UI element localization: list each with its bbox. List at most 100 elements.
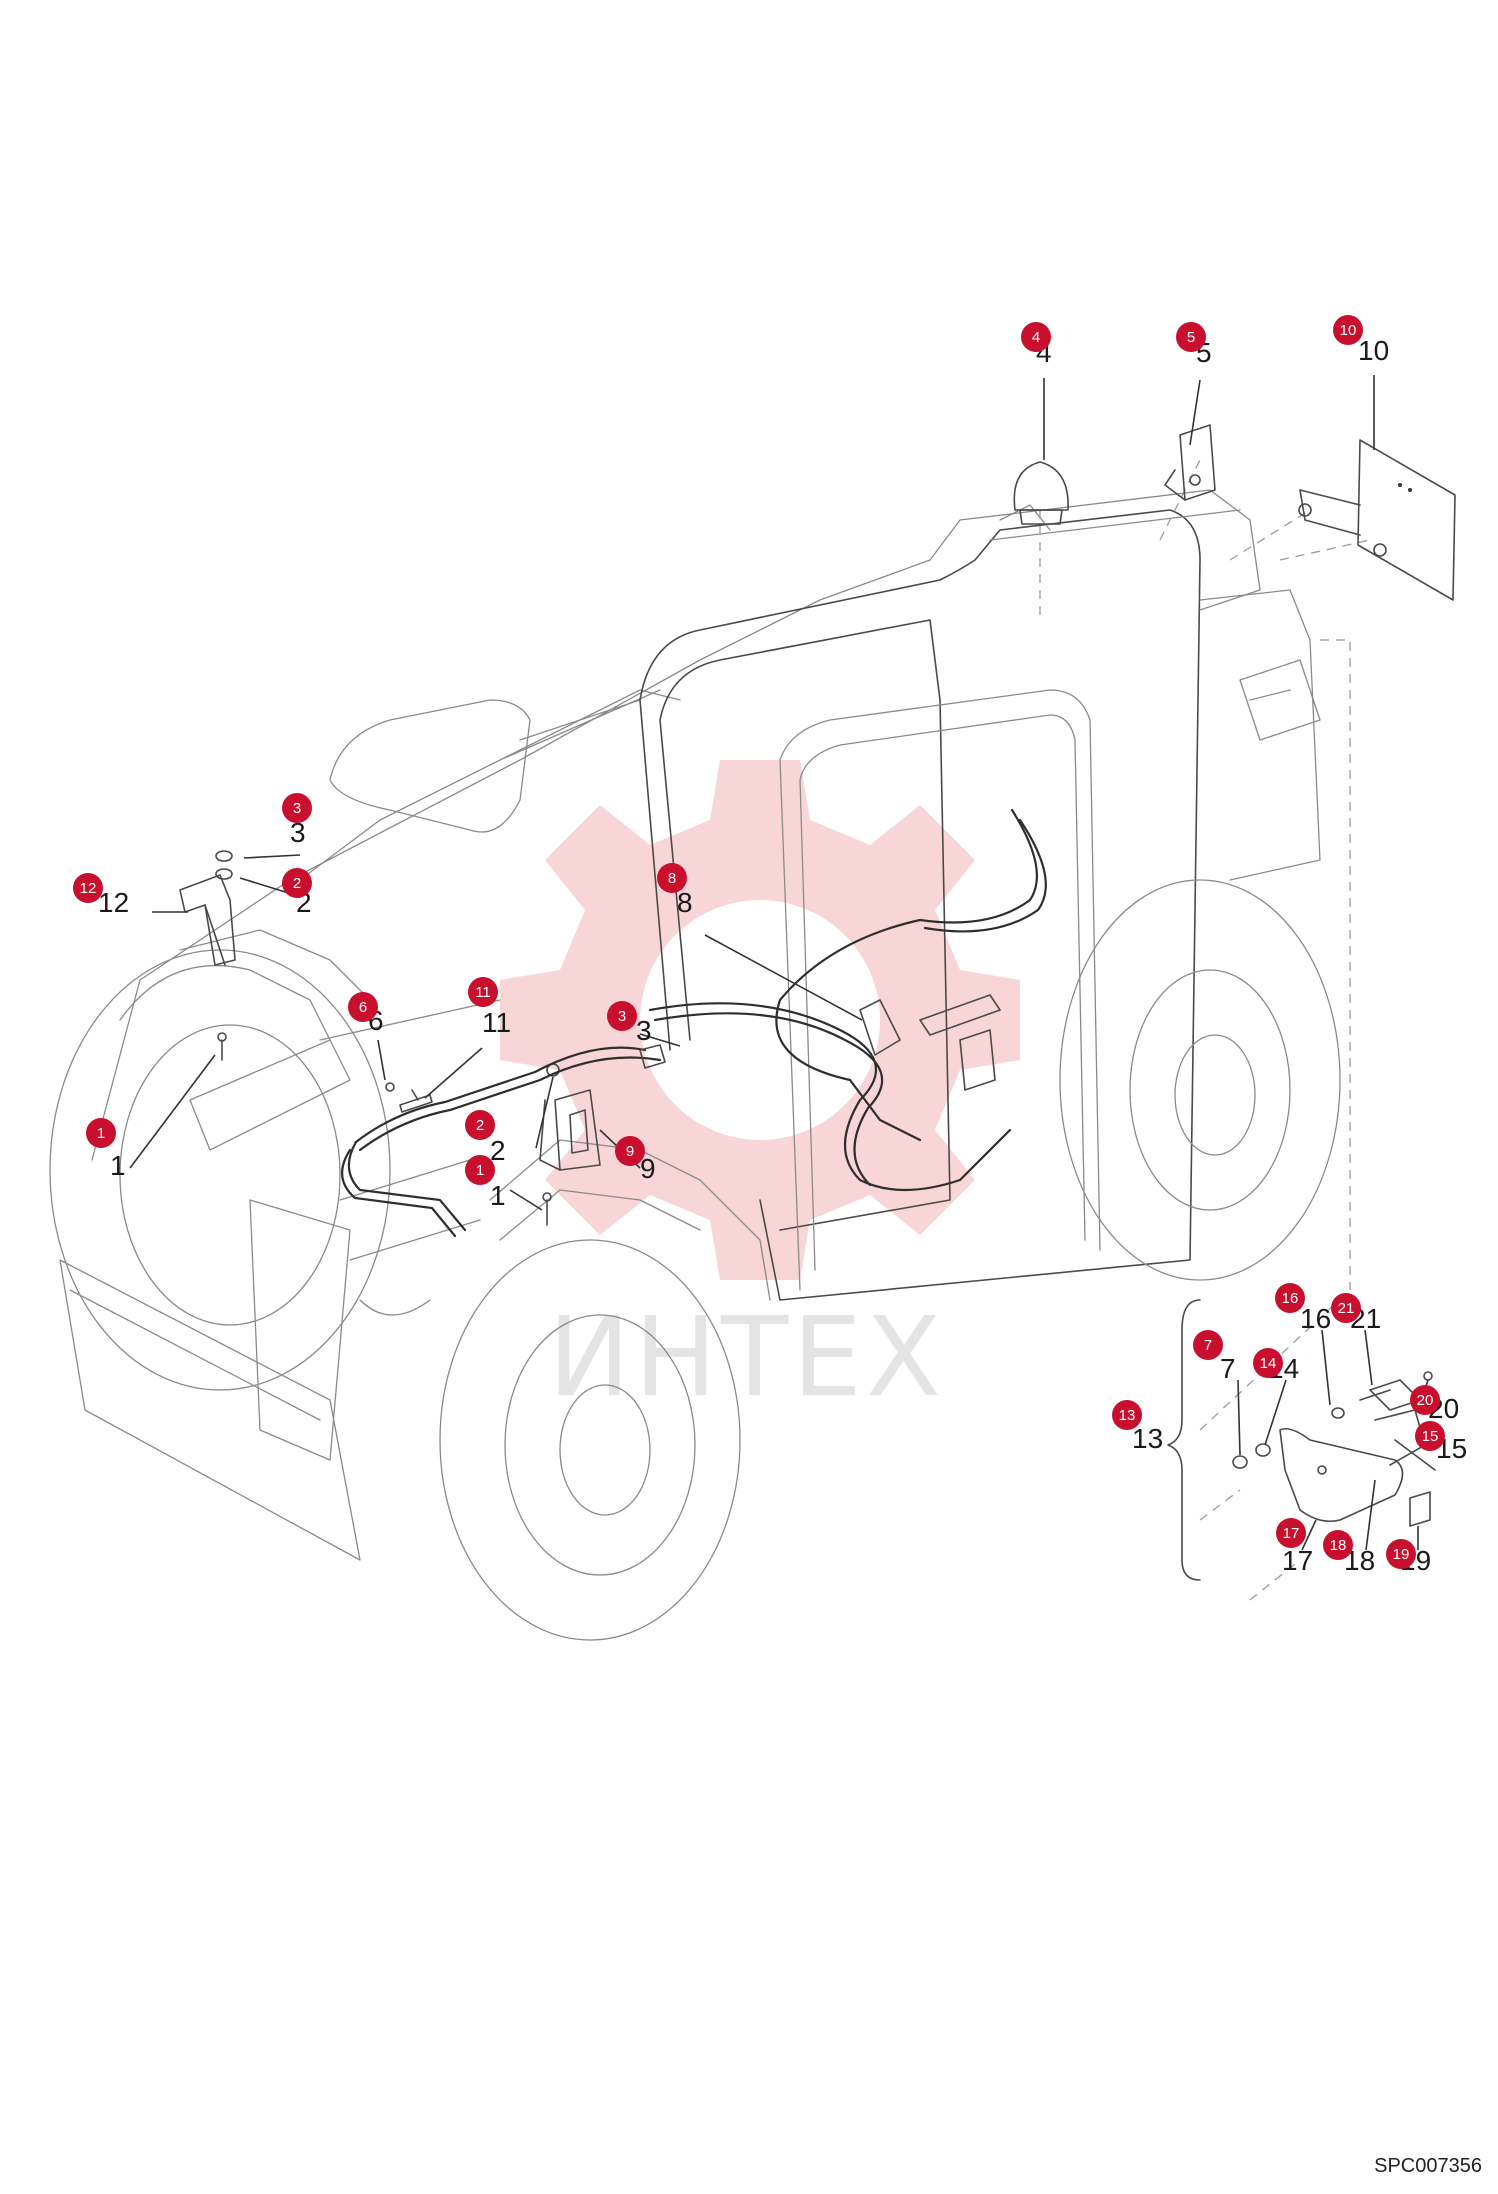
callout-badge: 2 xyxy=(465,1110,495,1140)
callout-badge: 11 xyxy=(468,977,498,1007)
part-number-label: 1 xyxy=(110,1150,126,1181)
callout-16: 16 16 xyxy=(1275,1283,1331,1334)
callout-12: 12 12 xyxy=(73,873,129,918)
callout-badge: 12 xyxy=(73,873,103,903)
svg-text:5: 5 xyxy=(1187,329,1195,346)
telehandler-body xyxy=(49,459,1371,1641)
callout-2: 2 2 xyxy=(282,868,312,918)
svg-text:21: 21 xyxy=(1338,1300,1355,1317)
svg-text:1: 1 xyxy=(97,1125,105,1142)
callout-badge: 6 xyxy=(348,992,378,1022)
callout-badge: 4 xyxy=(1021,322,1051,352)
callout-badge: 1 xyxy=(86,1118,116,1148)
callout-1-fender: 1 1 xyxy=(465,1155,506,1211)
svg-text:3: 3 xyxy=(293,800,301,817)
callout-badge: 18 xyxy=(1323,1530,1353,1560)
callout-6: 6 6 xyxy=(348,992,384,1036)
callout-17: 17 17 xyxy=(1276,1518,1313,1576)
callout-badge: 19 xyxy=(1386,1539,1416,1569)
callout-5: 5 5 xyxy=(1176,322,1212,368)
watermark-text: ИНТЕХ xyxy=(548,1293,945,1421)
callout-badge: 14 xyxy=(1253,1348,1283,1378)
callout-badge: 15 xyxy=(1415,1421,1445,1451)
part-number-label: 17 xyxy=(1282,1545,1313,1576)
part-number-label: 12 xyxy=(98,887,129,918)
svg-text:9: 9 xyxy=(626,1143,634,1160)
callout-badge: 21 xyxy=(1331,1293,1361,1323)
callout-badge: 10 xyxy=(1333,315,1363,345)
svg-text:16: 16 xyxy=(1282,1290,1299,1307)
callout-14: 14 14 xyxy=(1253,1348,1299,1384)
callout-9: 9 9 xyxy=(615,1136,656,1184)
rear-lamp-assembly-icon xyxy=(1232,1371,1436,1527)
part-number-label: 8 xyxy=(677,887,693,918)
callout-11: 11 11 xyxy=(468,977,511,1038)
svg-text:2: 2 xyxy=(293,875,301,892)
part-number-label: 1 xyxy=(490,1180,506,1211)
callout-13: 13 13 xyxy=(1112,1400,1163,1454)
svg-text:6: 6 xyxy=(359,999,367,1016)
callout-badge: 3 xyxy=(607,1001,637,1031)
part-number-label: 7 xyxy=(1220,1353,1236,1384)
callout-badge: 16 xyxy=(1275,1283,1305,1313)
licence-plate-panel-icon xyxy=(1298,439,1456,601)
part-number-label: 11 xyxy=(482,1007,511,1038)
callout-badge: 2 xyxy=(282,868,312,898)
wiring-harness xyxy=(341,808,1047,1238)
part-number-label: 9 xyxy=(640,1153,656,1184)
callout-2-harness: 2 2 xyxy=(465,1110,506,1166)
svg-text:15: 15 xyxy=(1422,1428,1439,1445)
svg-text:11: 11 xyxy=(475,984,491,1001)
callout-7: 7 7 xyxy=(1193,1330,1236,1384)
svg-text:18: 18 xyxy=(1330,1537,1347,1554)
svg-text:12: 12 xyxy=(80,880,97,897)
drawing-code: SPC007356 xyxy=(1374,2155,1482,2177)
assembly-brace xyxy=(1167,1299,1201,1581)
callout-21: 21 21 xyxy=(1331,1293,1381,1334)
part-number-label: 13 xyxy=(1132,1423,1163,1454)
svg-text:3: 3 xyxy=(618,1008,626,1025)
bolt-icon xyxy=(215,850,560,1226)
svg-text:8: 8 xyxy=(668,870,676,887)
callout-4: 4 4 xyxy=(1021,322,1052,368)
mounting-bracket-icon xyxy=(1164,424,1216,501)
part-number-label: 2 xyxy=(490,1135,506,1166)
callout-19: 19 19 xyxy=(1386,1539,1431,1576)
callout-badge: 5 xyxy=(1176,322,1206,352)
svg-text:19: 19 xyxy=(1393,1546,1410,1563)
callout-3-harness: 3 3 xyxy=(607,1001,652,1046)
callout-badge: 20 xyxy=(1410,1385,1440,1415)
callout-3: 3 3 xyxy=(282,793,312,848)
svg-text:14: 14 xyxy=(1260,1355,1277,1372)
callout-1: 1 1 xyxy=(86,1118,126,1181)
callout-badge: 9 xyxy=(615,1136,645,1166)
callout-10: 10 10 xyxy=(1333,315,1389,366)
callout-badge: 8 xyxy=(657,863,687,893)
leader-lines xyxy=(129,375,1431,1551)
svg-text:2: 2 xyxy=(476,1117,484,1134)
callout-badge: 17 xyxy=(1276,1518,1306,1548)
svg-text:20: 20 xyxy=(1417,1392,1434,1409)
svg-text:4: 4 xyxy=(1032,329,1040,346)
callout-badge: 1 xyxy=(465,1155,495,1185)
svg-text:17: 17 xyxy=(1283,1525,1300,1542)
connector-11-icon xyxy=(399,1089,433,1113)
svg-text:13: 13 xyxy=(1119,1407,1136,1424)
svg-text:10: 10 xyxy=(1340,322,1357,339)
callout-18: 18 18 xyxy=(1323,1530,1375,1576)
callout-badge: 3 xyxy=(282,793,312,823)
callout-badge: 13 xyxy=(1112,1400,1142,1430)
svg-text:1: 1 xyxy=(476,1162,484,1179)
beacon-lamp-icon xyxy=(1013,461,1069,525)
callout-8: 8 8 xyxy=(657,863,693,918)
callout-15: 15 15 xyxy=(1415,1421,1467,1464)
svg-text:7: 7 xyxy=(1204,1337,1212,1354)
bracket-12-icon xyxy=(179,874,236,966)
callout-20: 20 20 xyxy=(1410,1385,1459,1424)
callout-badge: 7 xyxy=(1193,1330,1223,1360)
part-number-label: 16 xyxy=(1300,1303,1331,1334)
part-number-label: 10 xyxy=(1358,335,1389,366)
part-number-label: 3 xyxy=(290,817,306,848)
part-number-label: 3 xyxy=(636,1015,652,1046)
